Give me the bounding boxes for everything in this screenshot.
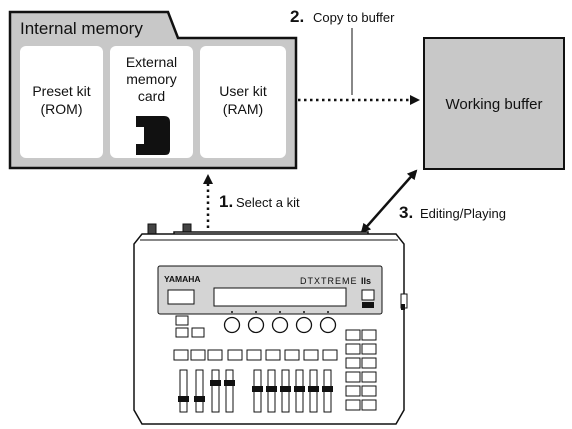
working-buffer-label: Working buffer bbox=[446, 96, 543, 113]
step-2-text: Copy to buffer bbox=[313, 10, 395, 25]
user-kit-label: User kit bbox=[219, 83, 267, 99]
step-1-text: Select a kit bbox=[236, 195, 300, 210]
step-3: 3. Editing/Playing bbox=[360, 169, 506, 234]
slot-preset-kit: Preset kit (ROM) bbox=[20, 46, 103, 158]
preset-kit-label: Preset kit bbox=[32, 83, 90, 99]
step-1: 1. Select a kit bbox=[203, 174, 300, 228]
step-2: 2. Copy to buffer bbox=[290, 7, 420, 105]
memory-card-icon bbox=[136, 116, 170, 155]
step-3-text: Editing/Playing bbox=[420, 206, 506, 221]
slot-user-kit: User kit (RAM) bbox=[200, 46, 286, 158]
working-buffer-box: Working buffer bbox=[423, 37, 565, 170]
external-label-line-2: memory bbox=[126, 71, 177, 87]
brand-logo: YAMAHA bbox=[164, 274, 201, 284]
internal-memory-panel: Internal memory Preset kit (ROM) Externa… bbox=[8, 10, 298, 170]
edit-play-arrow bbox=[360, 169, 418, 234]
user-kit-sublabel: (RAM) bbox=[223, 101, 263, 117]
preset-kit-sublabel: (ROM) bbox=[41, 101, 83, 117]
step-2-number: 2. bbox=[290, 7, 304, 26]
step-1-number: 1. bbox=[219, 192, 233, 211]
model-suffix: IIs bbox=[361, 276, 371, 286]
drum-module-device: YAMAHA DTXTREME IIs bbox=[133, 223, 408, 425]
external-label-line-1: External bbox=[126, 54, 177, 70]
model-name: DTXTREME bbox=[300, 276, 358, 286]
internal-memory-label: Internal memory bbox=[20, 19, 143, 38]
step-3-number: 3. bbox=[399, 203, 413, 222]
external-label-line-3: card bbox=[138, 88, 165, 104]
slot-external-memory-card: External memory card bbox=[110, 46, 193, 158]
